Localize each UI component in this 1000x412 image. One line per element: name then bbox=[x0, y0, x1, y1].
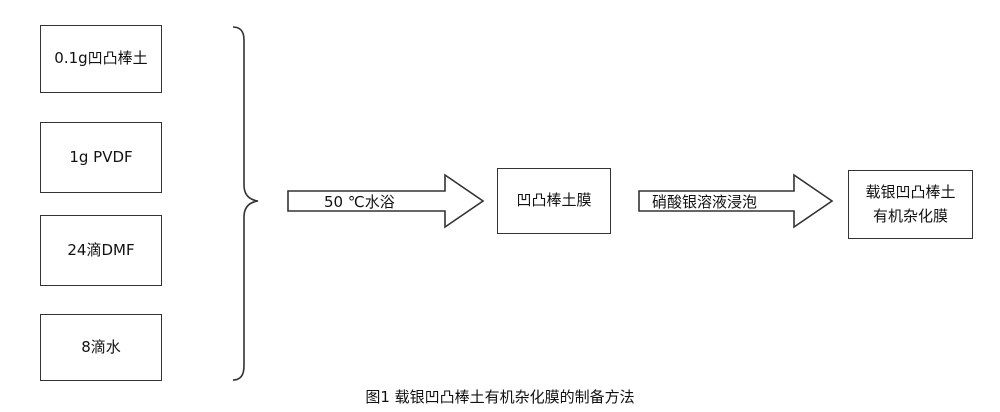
input-label-attapulgite: 0.1g凹凸棒土 bbox=[54, 49, 148, 68]
intermediate-box: 凹凸棒土膜 bbox=[497, 168, 611, 234]
arrow-label-silver-nitrate: 硝酸银溶液浸泡 bbox=[652, 193, 758, 211]
arrow-silver-nitrate-soak bbox=[638, 173, 834, 229]
arrow-label-water-bath: 50 ℃水浴 bbox=[324, 193, 395, 211]
grouping-brace bbox=[232, 26, 259, 381]
input-label-pvdf: 1g PVDF bbox=[69, 147, 133, 166]
input-box-pvdf: 1g PVDF bbox=[40, 122, 162, 193]
figure-caption: 图1 载银凹凸棒土有机杂化膜的制备方法 bbox=[365, 388, 635, 406]
input-box-water: 8滴水 bbox=[40, 314, 162, 381]
arrow-water-bath bbox=[287, 173, 485, 229]
input-box-attapulgite: 0.1g凹凸棒土 bbox=[40, 25, 162, 93]
input-label-water: 8滴水 bbox=[81, 337, 121, 356]
intermediate-label: 凹凸棒土膜 bbox=[516, 191, 592, 210]
product-label: 载银凹凸棒土 有机杂化膜 bbox=[865, 183, 956, 225]
input-box-dmf: 24滴DMF bbox=[40, 215, 162, 286]
input-label-dmf: 24滴DMF bbox=[67, 240, 135, 259]
product-box: 载银凹凸棒土 有机杂化膜 bbox=[848, 170, 973, 239]
